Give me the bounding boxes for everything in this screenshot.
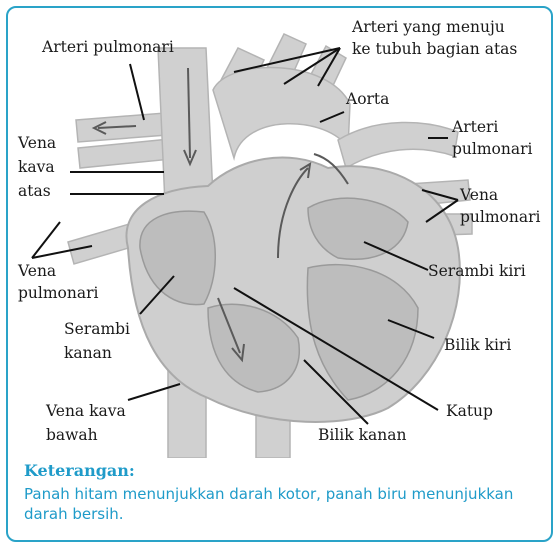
label-arteri-pulmonari-right-line1: Arteri	[452, 118, 498, 136]
diagram-frame: Arteri pulmonari Arteri yang menuju ke t…	[6, 6, 553, 542]
legend-title: Keterangan:	[24, 461, 135, 480]
label-vena-pulmonari-left-line2: pulmonari	[18, 284, 98, 302]
label-vena-pulmonari-right-line2: pulmonari	[460, 208, 540, 226]
label-vena-kava-atas-line1: Vena	[18, 134, 56, 152]
legend-text: Panah hitam menunjukkan darah kotor, pan…	[24, 484, 544, 524]
label-bilik-kanan: Bilik kanan	[318, 426, 406, 444]
label-serambi-kanan-line2: kanan	[64, 344, 112, 362]
label-vena-pulmonari-left-line1: Vena	[18, 262, 56, 280]
arteri-pulmonari-right-vessel	[338, 122, 458, 168]
heart-diagram	[8, 8, 551, 458]
label-vena-kava-atas-line3: atas	[18, 182, 51, 200]
label-aorta: Aorta	[346, 90, 389, 108]
label-katup: Katup	[446, 402, 493, 420]
label-arteri-pulmonari-right-line2: pulmonari	[452, 140, 532, 158]
label-arteri-pulmonari-left: Arteri pulmonari	[42, 38, 174, 56]
label-serambi-kiri: Serambi kiri	[428, 262, 526, 280]
label-vena-kava-bawah-line1: Vena kava	[46, 402, 126, 420]
label-arteri-atas-line2: ke tubuh bagian atas	[352, 40, 517, 58]
label-vena-kava-atas-line2: kava	[18, 158, 55, 176]
label-vena-pulmonari-right-line1: Vena	[460, 186, 498, 204]
label-bilik-kiri: Bilik kiri	[444, 336, 511, 354]
label-vena-kava-bawah-line2: bawah	[46, 426, 98, 444]
label-arteri-atas-line1: Arteri yang menuju	[352, 18, 505, 36]
label-serambi-kanan-line1: Serambi	[64, 320, 130, 338]
